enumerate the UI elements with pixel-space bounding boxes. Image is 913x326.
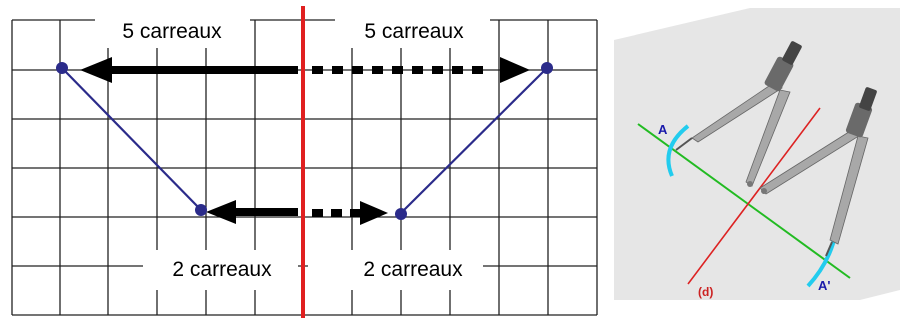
symmetry-axis-d [687,107,821,285]
arrow-dash [372,66,383,74]
arrow-bottom-dashed [312,209,361,217]
arrow-top-solid-head [80,57,112,83]
compass-left [675,41,802,187]
label-point-a-prime: A' [818,278,830,293]
point-bottom-right [395,208,407,220]
arrow-dash [452,66,463,74]
arrow-dash [332,66,343,74]
arrow-dash [472,66,483,74]
grid-diagram-svg: 5 carreaux 5 carreaux 2 carreaux 2 carre… [11,6,598,318]
arrow-dash [350,209,361,217]
label-bg-bottom-right [308,250,483,290]
point-top-right [541,62,553,74]
label-bottom-left: 2 carreaux [172,258,272,281]
label-bg-bottom-left [143,250,298,290]
arrow-top-solid-shaft [108,66,298,74]
arrow-dash [392,66,403,74]
arrow-dash [331,209,342,217]
arrow-dash [412,66,423,74]
arrow-dash [432,66,443,74]
arrow-top-dashed-head [500,57,530,83]
label-bg-top-right [335,14,490,48]
compass-diagram-svg: A A' (d) [614,8,900,305]
arrow-bottom-solid-head [206,200,236,224]
compass-right [759,87,877,257]
perpendicular-line [637,123,851,279]
compass-diagram: A A' (d) [600,0,913,321]
arrow-bottom-solid-shaft [232,208,298,216]
segment-right [400,67,548,214]
label-line-d: (d) [698,285,713,299]
label-top-right: 5 carreaux [364,20,464,43]
arrow-dash [352,66,363,74]
label-bg-top-left [95,14,250,48]
label-point-a: A [658,122,668,137]
arrow-bottom-dashed-head [360,201,388,225]
arrow-top-dashed [312,66,483,74]
grid-diagram: 5 carreaux 5 carreaux 2 carreaux 2 carre… [11,6,598,318]
arrow-dash [312,66,323,74]
arrow-dash [312,209,323,217]
segment-left [61,67,202,211]
label-top-left: 5 carreaux [122,20,222,43]
point-bottom-left [195,204,207,216]
arc-at-a [666,124,690,177]
label-bottom-right: 2 carreaux [363,258,463,281]
point-top-left [56,62,68,74]
